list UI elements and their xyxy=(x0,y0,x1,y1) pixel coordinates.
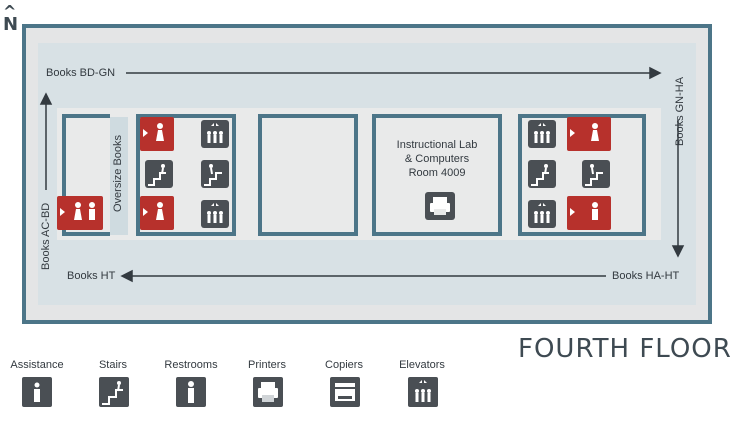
copier-icon xyxy=(330,377,360,407)
oversize-books-area xyxy=(108,117,128,235)
elevator-icon xyxy=(201,200,229,228)
restroom-women-icon xyxy=(140,117,174,151)
restroom-family-icon xyxy=(57,196,103,230)
stairs-icon xyxy=(99,377,129,407)
legend-label-stairs: Stairs xyxy=(98,359,128,371)
elevator-icon xyxy=(201,120,229,148)
restroom-icon xyxy=(176,377,206,407)
section-label-right: Books GN-HA xyxy=(674,76,686,146)
restroom-men-icon xyxy=(567,196,611,230)
elevator-icon xyxy=(528,120,556,148)
stairs-icon xyxy=(528,160,556,188)
elevator-icon xyxy=(528,200,556,228)
floor-title: FOURTH FLOOR xyxy=(518,334,732,364)
lab-line-2: & Computers xyxy=(404,153,470,165)
room-center xyxy=(258,114,358,236)
stairs-icon xyxy=(201,160,229,188)
legend-label-restrooms: Restrooms xyxy=(164,359,218,371)
stairs-icon xyxy=(145,160,173,188)
elevator-icon xyxy=(408,377,438,407)
lab-label: Instructional Lab & Computers Room 4009 xyxy=(382,138,492,180)
restroom-women-icon xyxy=(567,117,611,151)
oversize-books-label: Oversize Books xyxy=(112,134,124,212)
section-label-left: Books AC-BD xyxy=(40,202,52,270)
section-label-bottom-right: Books HA-HT xyxy=(612,270,680,282)
north-arrow-icon: ^ xyxy=(3,2,17,21)
info-icon xyxy=(22,377,52,407)
legend-label-assistance: Assistance xyxy=(10,359,64,371)
legend-label-printers: Printers xyxy=(248,359,286,371)
restroom-women-icon xyxy=(140,196,174,230)
printer-icon xyxy=(253,377,283,407)
printer-icon xyxy=(425,192,455,220)
section-label-bottom-left: Books HT xyxy=(67,270,116,282)
lab-line-1: Instructional Lab xyxy=(396,139,478,151)
lab-line-3: Room 4009 xyxy=(408,167,466,179)
legend-label-elevators: Elevators xyxy=(399,359,445,371)
stairs-icon xyxy=(582,160,610,188)
section-label-top: Books BD-GN xyxy=(46,67,116,79)
direction-arrows xyxy=(39,66,685,283)
compass-north-label: N xyxy=(3,14,19,35)
legend-label-copiers: Copiers xyxy=(325,359,363,371)
